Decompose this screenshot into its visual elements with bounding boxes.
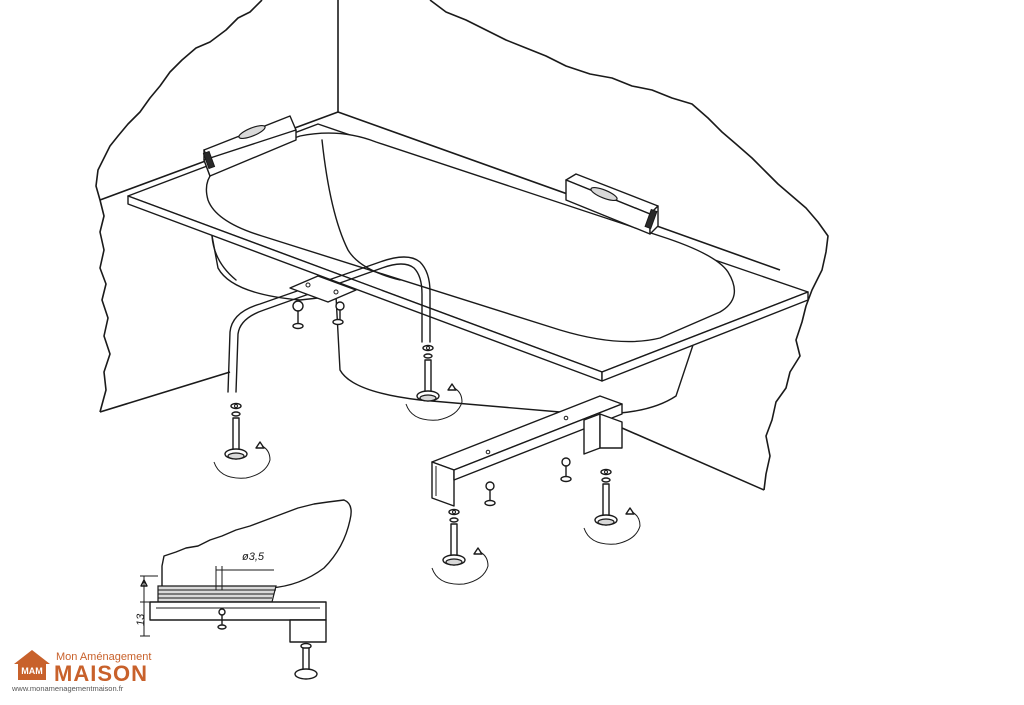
screw-1	[292, 300, 304, 330]
screw-4	[560, 457, 572, 483]
brand-monogram: MAM	[21, 666, 43, 676]
foot-3	[431, 508, 489, 585]
foot-4	[583, 468, 641, 545]
section-detail	[140, 499, 352, 680]
curved-support-rod	[227, 256, 431, 393]
brand-name-big: MAISON	[54, 661, 148, 686]
spirit-level-right	[565, 173, 659, 235]
rectangular-support-rail	[431, 395, 623, 507]
height-label: 13	[135, 613, 147, 626]
wall-corner	[95, 0, 829, 491]
screw-2	[332, 301, 345, 326]
spirit-level-left	[202, 115, 297, 177]
bathtub	[127, 123, 809, 415]
house-icon: MAM	[14, 650, 50, 680]
brand-name-small: Mon Aménagement	[56, 651, 152, 663]
brand-logo: MAM Mon Aménagement MAISON www.monamenag…	[10, 648, 151, 700]
brand-url: www.monamenagementmaison.fr	[12, 684, 124, 693]
foot-1	[213, 402, 271, 479]
screw-3	[484, 481, 496, 507]
diameter-label: ø3,5	[242, 551, 265, 563]
